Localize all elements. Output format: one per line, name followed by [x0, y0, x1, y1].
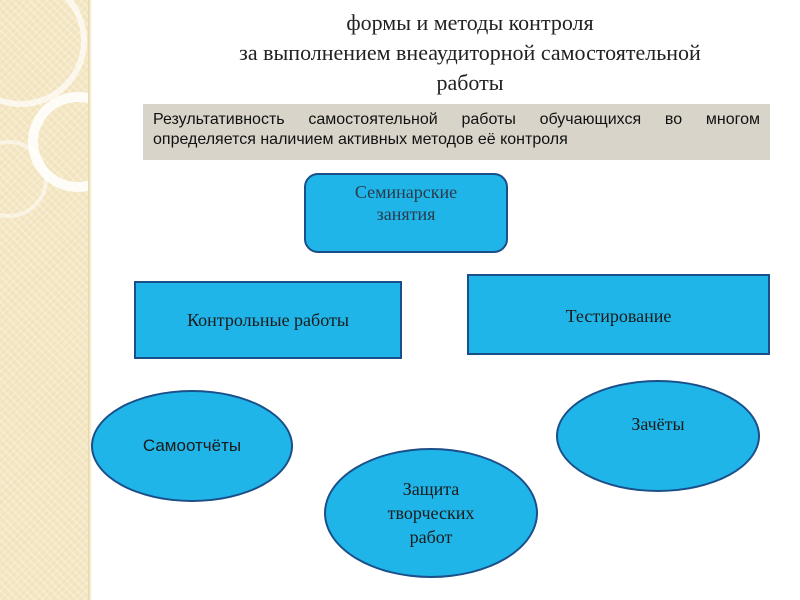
node-creative-defense-line: работ — [409, 527, 453, 547]
node-self-reports-label: Самоотчёты — [142, 436, 242, 455]
node-testing: Тестирование — [467, 274, 770, 355]
node-creative-defense-line: творческих — [387, 503, 475, 523]
node-seminar-line: Семинарские — [354, 182, 458, 202]
node-seminar-line: занятия — [376, 204, 436, 224]
node-creative-defense: Защита творческих работ — [324, 448, 538, 578]
node-credits: Зачёты — [556, 380, 760, 492]
node-control-works: Контрольные работы — [134, 281, 402, 359]
node-seminar: Семинарские занятия — [304, 173, 508, 253]
node-creative-defense-line: Защита — [402, 479, 460, 499]
slide-title: формы и методы контроля за выполнением в… — [150, 8, 790, 98]
decorative-ring — [28, 92, 88, 192]
slide-title-line: формы и методы контроля — [346, 10, 594, 35]
side-strip-edge — [88, 0, 92, 600]
node-credits-label: Зачёты — [631, 414, 685, 434]
node-testing-label: Тестирование — [565, 306, 672, 326]
node-control-works-label: Контрольные работы — [187, 309, 349, 330]
slide-title-line: за выполнением внеаудиторной самостоятел… — [239, 40, 701, 65]
node-self-reports: Самоотчёты — [91, 390, 293, 502]
decorative-side-strip — [0, 0, 88, 600]
decorative-ring — [0, 0, 87, 107]
callout-box: Результативность самостоятельной работы … — [143, 104, 770, 160]
slide-title-line: работы — [436, 70, 504, 95]
